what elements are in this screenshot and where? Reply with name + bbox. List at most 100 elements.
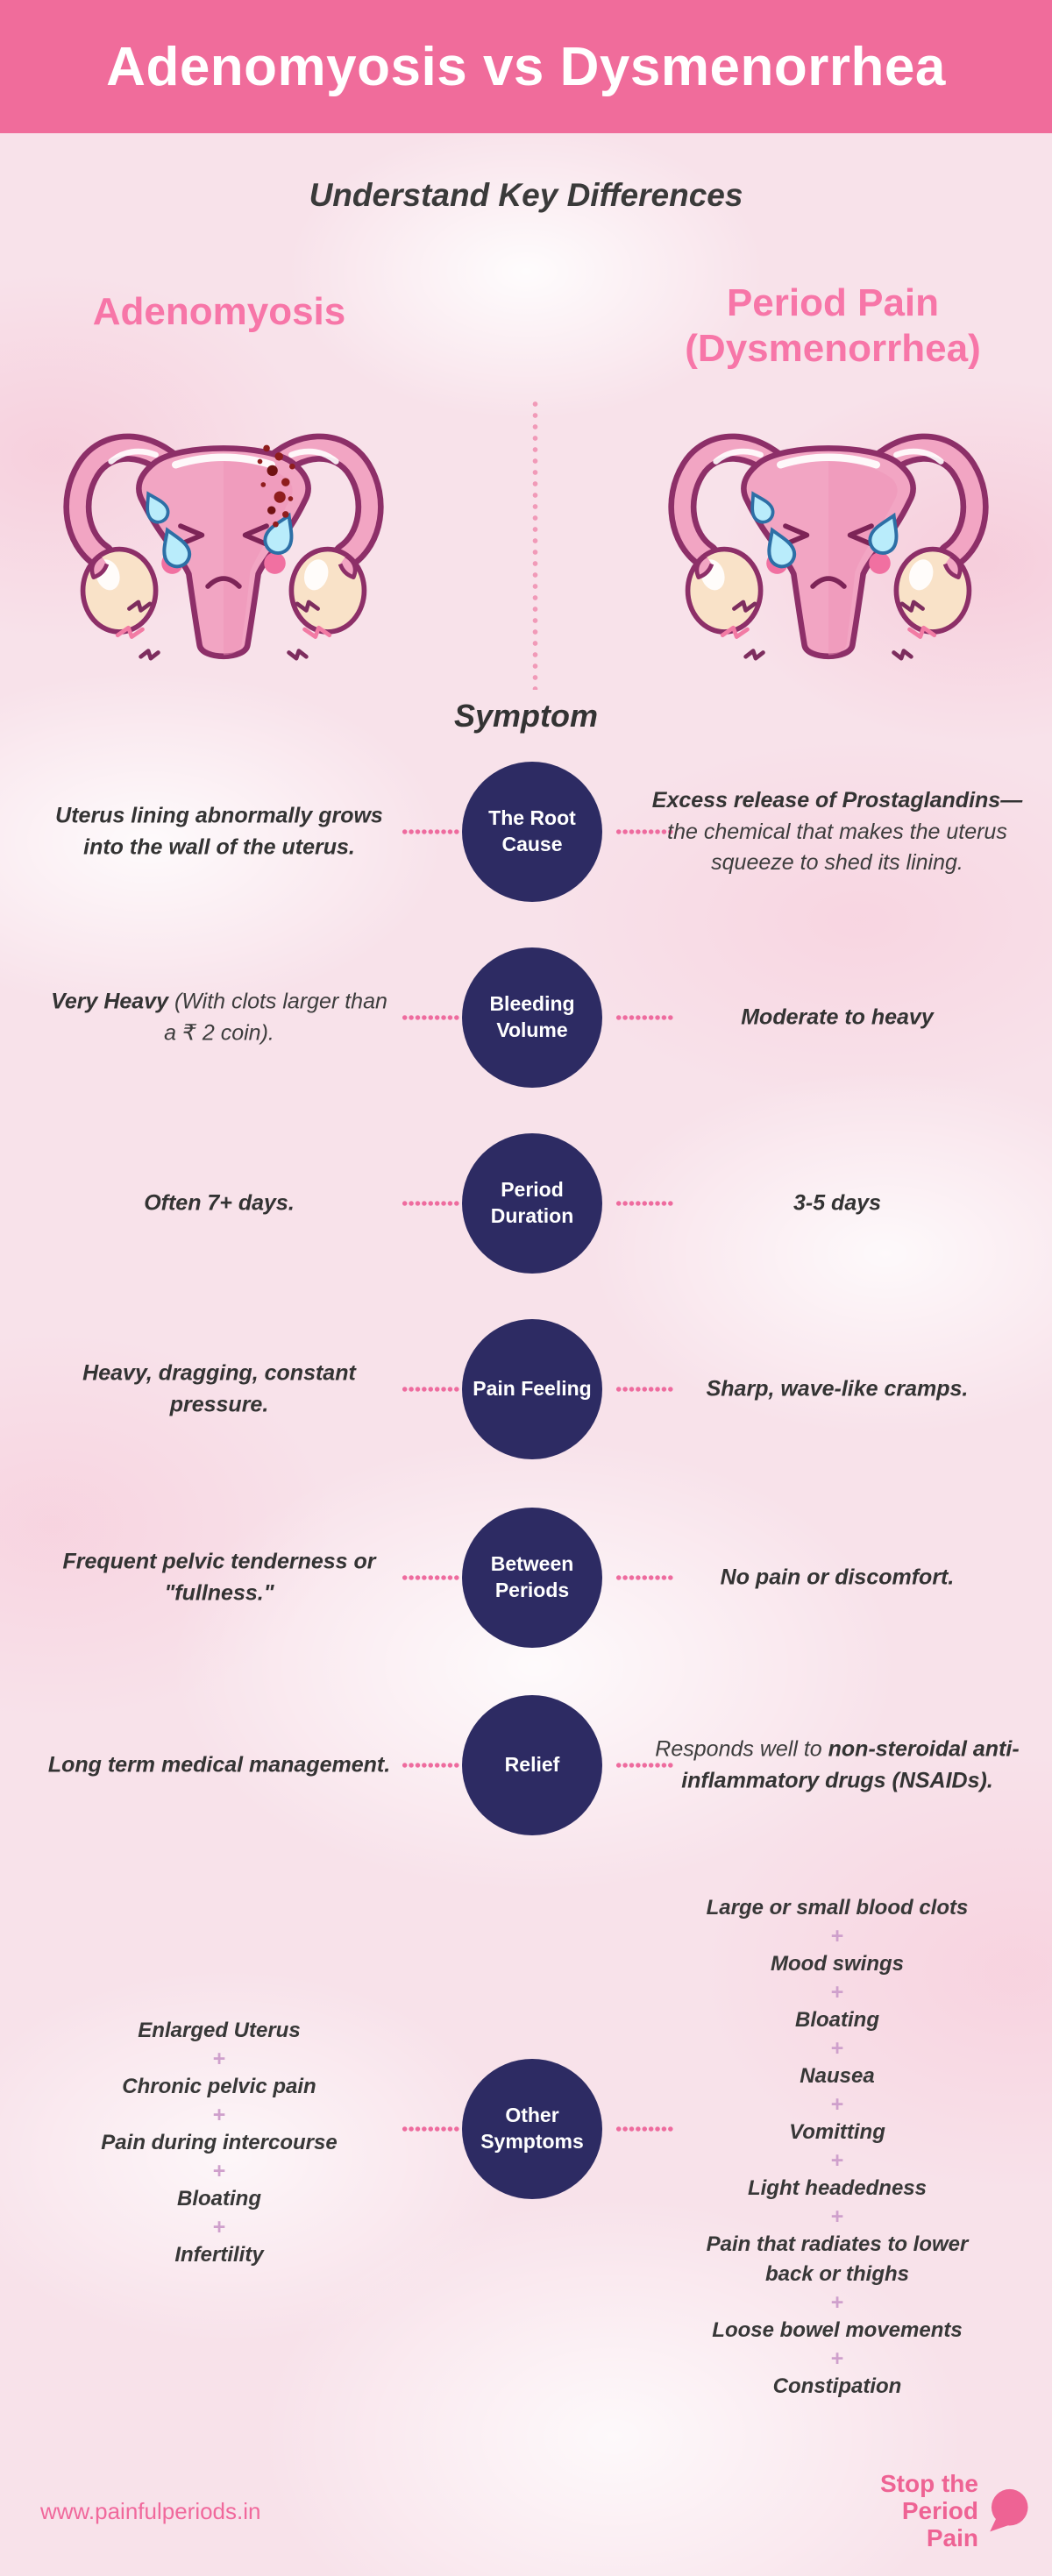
- list-item: Mood swings: [771, 1952, 904, 1976]
- website-link[interactable]: www.painfulperiods.in: [40, 2498, 261, 2524]
- symptom-circle-relief: Relief: [462, 1695, 602, 1835]
- dysmenorrhea-root-cause-text: Excess release of Prostaglandins— the che…: [644, 785, 1030, 879]
- plus-separator: +: [830, 2346, 844, 2371]
- text-part: Long term medical management.: [47, 1752, 391, 1778]
- text-part: Responds well to: [655, 1736, 828, 1762]
- adenomyosis-root-cause-text: Uterus lining abnormally grows into the …: [31, 801, 408, 863]
- text-part: Often 7+ days.: [144, 1190, 295, 1216]
- uterus-illustration-dysmenorrhea: [663, 410, 994, 675]
- subtitle: Understand Key Differences: [309, 177, 743, 213]
- text-part: non-steroidal anti-inflammatory drugs (N…: [681, 1736, 1020, 1793]
- adenomyosis-relief-text: Long term medical management.: [31, 1749, 408, 1781]
- text-part: 3-5 days: [793, 1190, 882, 1216]
- dysmenorrhea-between-text: No pain or discomfort.: [644, 1562, 1030, 1593]
- uterus-illustration-adenomyosis: [58, 410, 389, 675]
- dotted-connector-left: [402, 1199, 460, 1208]
- dysmenorrhea-pain-text: Sharp, wave-like cramps.: [644, 1373, 1030, 1405]
- row-relief: Long term medical management. Relief Res…: [0, 1669, 1052, 1862]
- dotted-connector-right: [615, 1573, 674, 1582]
- dysmenorrhea-bleeding-text: Moderate to heavy: [644, 1002, 1030, 1033]
- plus-separator: +: [830, 2092, 844, 2117]
- plus-separator: +: [830, 2290, 844, 2315]
- plus-separator: +: [212, 2103, 226, 2127]
- adenomyosis-between-text: Frequent pelvic tenderness or "fullness.…: [31, 1547, 408, 1609]
- list-item: Pain that radiates to lower back or thig…: [706, 2232, 969, 2286]
- dotted-connector-left: [402, 827, 460, 836]
- text-part: Uterus lining abnormally grows into the …: [55, 803, 383, 860]
- dotted-connector-left: [402, 1761, 460, 1770]
- plus-separator: +: [212, 2215, 226, 2239]
- text-part: Heavy, dragging, constant pressure.: [82, 1360, 356, 1417]
- speech-bubble-icon: [990, 2488, 1028, 2531]
- text-part: Very Heavy: [51, 989, 174, 1014]
- plus-separator: +: [830, 1924, 844, 1948]
- column-title-period-pain-line1: Period Pain: [726, 281, 940, 324]
- list-item: Chronic pelvic pain: [122, 2075, 316, 2098]
- dotted-connector-left: [402, 1573, 460, 1582]
- list-item: Loose bowel movements: [712, 2318, 963, 2342]
- adenomyosis-duration-text: Often 7+ days.: [31, 1188, 408, 1219]
- dotted-connector-left: [402, 2125, 460, 2133]
- dotted-connector-right: [615, 827, 674, 836]
- symptom-circle-root-cause: The Root Cause: [462, 762, 602, 902]
- list-item: Enlarged Uterus: [138, 2019, 301, 2042]
- row-between-periods: Frequent pelvic tenderness or "fullness.…: [0, 1481, 1052, 1674]
- column-title-adenomyosis: Adenomyosis: [92, 290, 346, 333]
- dotted-connector-right: [615, 2125, 674, 2133]
- brand-logo-line2: Period Pain: [901, 2497, 978, 2551]
- column-title-period-pain: Period Pain (Dysmenorrhea): [627, 280, 1039, 372]
- symptom-circle-bleeding-volume: Bleeding Volume: [462, 947, 602, 1088]
- plus-separator: +: [830, 2148, 844, 2173]
- adenomyosis-other-symptoms-list: Enlarged Uterus + Chronic pelvic pain + …: [31, 2016, 408, 2270]
- dotted-connector-right: [615, 1385, 674, 1394]
- dotted-connector-right: [615, 1199, 674, 1208]
- dysmenorrhea-duration-text: 3-5 days: [644, 1188, 1030, 1219]
- dotted-connector-left: [402, 1385, 460, 1394]
- text-part: Sharp, wave-like cramps.: [706, 1376, 969, 1402]
- row-pain-feeling: Heavy, dragging, constant pressure. Pain…: [0, 1293, 1052, 1486]
- row-root-cause: Uterus lining abnormally grows into the …: [0, 735, 1052, 928]
- symptom-heading: Symptom: [453, 698, 599, 734]
- dotted-connector-right: [615, 1761, 674, 1770]
- list-item: Infertility: [174, 2243, 264, 2267]
- dotted-vertical-divider: [531, 399, 539, 690]
- text-part: Frequent pelvic tenderness or "fullness.…: [62, 1549, 376, 1606]
- adenomyosis-bleeding-text: Very Heavy (With clots larger than a ₹ 2…: [31, 987, 408, 1049]
- dysmenorrhea-other-symptoms-list: Large or small blood clots + Mood swings…: [644, 1893, 1030, 2402]
- plus-separator: +: [212, 2159, 226, 2183]
- symptom-circle-period-duration: Period Duration: [462, 1133, 602, 1274]
- text-part: No pain or discomfort.: [720, 1565, 955, 1590]
- list-item: Large or small blood clots: [706, 1896, 969, 1920]
- symptom-circle-between-periods: Between Periods: [462, 1508, 602, 1648]
- text-part: the chemical that makes the uterus squee…: [667, 819, 1007, 875]
- list-item: Nausea: [800, 2064, 875, 2088]
- brand-logo: Stop the Period Pain: [877, 2470, 1031, 2551]
- row-period-duration: Often 7+ days. Period Duration 3-5 days: [0, 1107, 1052, 1300]
- dotted-connector-right: [615, 1013, 674, 1022]
- text-part: Excess release of Prostaglandins—: [651, 787, 1023, 813]
- list-item: Bloating: [795, 2008, 879, 2032]
- plus-separator: +: [830, 2036, 844, 2061]
- plus-separator: +: [830, 2204, 844, 2229]
- adenomyosis-pain-text: Heavy, dragging, constant pressure.: [31, 1359, 408, 1421]
- symptom-circle-pain-feeling: Pain Feeling: [462, 1319, 602, 1459]
- list-item: Pain during intercourse: [101, 2131, 338, 2154]
- dysmenorrhea-relief-text: Responds well to non-steroidal anti-infl…: [644, 1735, 1030, 1797]
- text-part: (With clots larger than a ₹ 2 coin).: [164, 989, 387, 1046]
- symptom-circle-other-symptoms: Other Symptoms: [462, 2059, 602, 2199]
- row-other-symptoms: Other Symptoms: [0, 2033, 1052, 2225]
- text-part: Moderate to heavy: [741, 1004, 934, 1030]
- brand-logo-text: Stop the Period Pain: [877, 2470, 978, 2551]
- brand-logo-line1: Stop the: [880, 2470, 978, 2497]
- list-item: Light headedness: [747, 2176, 928, 2200]
- dotted-connector-left: [402, 1013, 460, 1022]
- list-item: Constipation: [772, 2374, 902, 2398]
- page-title: Adenomyosis vs Dysmenorrhea: [106, 36, 946, 97]
- row-bleeding-volume: Very Heavy (With clots larger than a ₹ 2…: [0, 921, 1052, 1114]
- plus-separator: +: [212, 2047, 226, 2071]
- list-item: Bloating: [177, 2187, 261, 2211]
- list-item: Vomitting: [789, 2120, 885, 2144]
- plus-separator: +: [830, 1980, 844, 2005]
- column-title-period-pain-line2: (Dysmenorrhea): [685, 327, 981, 370]
